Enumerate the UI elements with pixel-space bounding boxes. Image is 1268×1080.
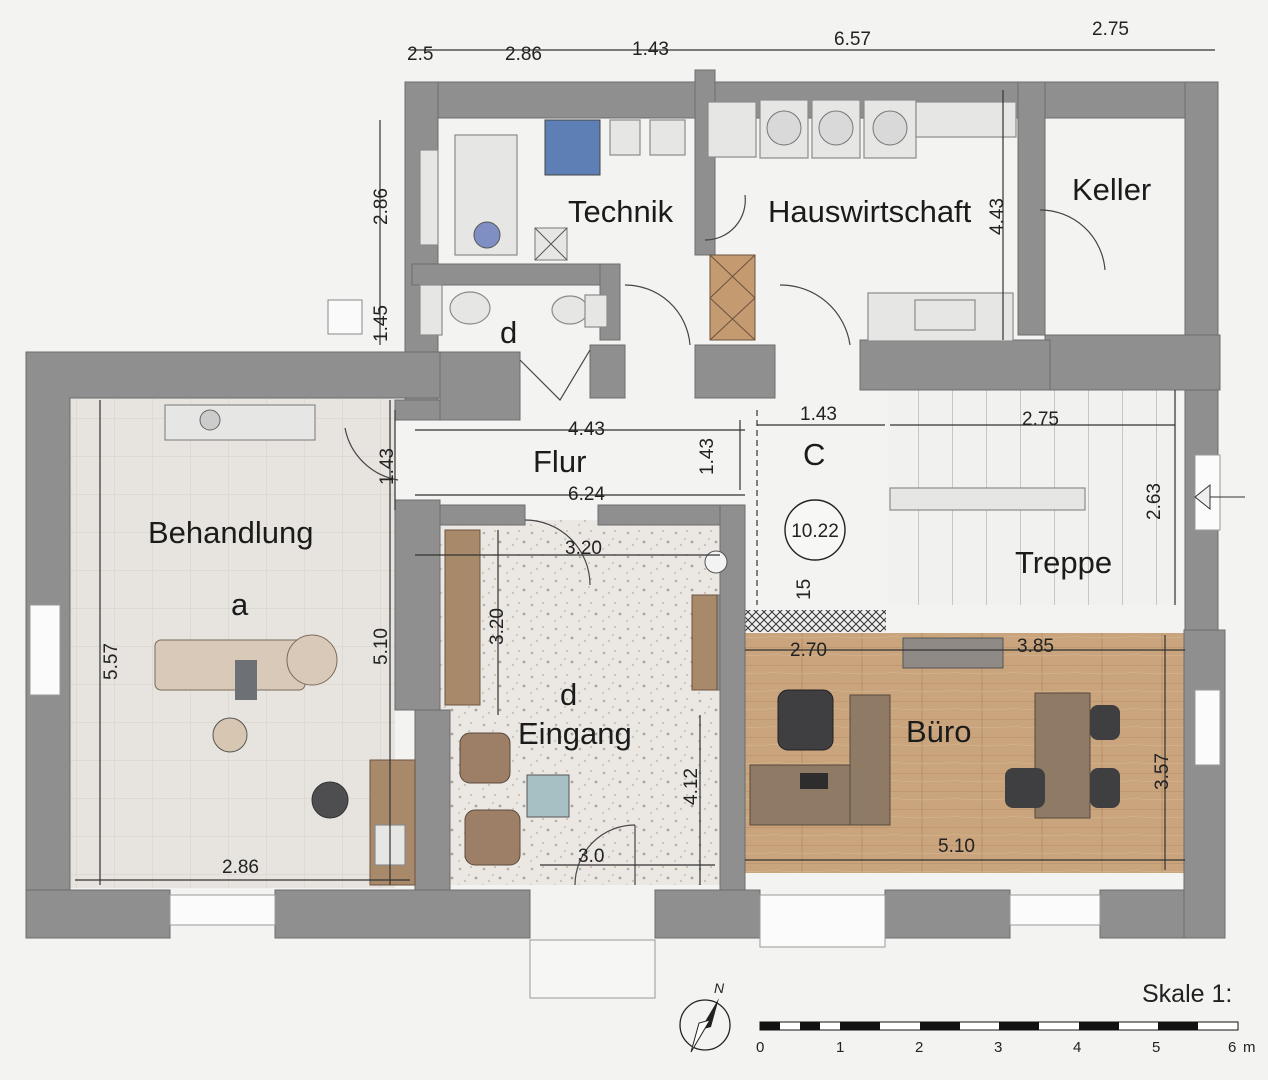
room-eingang: Eingang: [518, 716, 632, 751]
scale-tick-4: 4: [1073, 1039, 1081, 1056]
room-hauswirtschaft: Hauswirtschaft: [768, 194, 972, 229]
treppe-details: [889, 483, 1245, 511]
dim-left-wc: 1.45: [371, 305, 392, 342]
dim-behandlung-v-right: 5.10: [371, 628, 392, 665]
eingang-fixtures: [444, 529, 728, 866]
room-treppe: Treppe: [1015, 545, 1112, 580]
dim-flur-v-right: 1.43: [697, 438, 718, 475]
behandlung-fixtures: [154, 404, 416, 886]
dim-top-2: 2.86: [505, 44, 542, 65]
dim-top-5: 2.75: [1092, 19, 1129, 40]
room-behandlung: Behandlung: [148, 515, 314, 550]
dim-treppe-horizontal: 2.75: [1022, 409, 1059, 430]
dim-behandlung-v-left: 5.57: [101, 643, 122, 680]
level-marker-value: 10.22: [791, 521, 839, 542]
level-marker: [784, 499, 846, 561]
dim-eingang-vertical: 3.20: [487, 608, 508, 645]
dim-flur-h2: 6.24: [568, 484, 605, 505]
doors: [344, 194, 1106, 886]
scale-unit: m: [1243, 1039, 1256, 1056]
dim-eingang-vertical-2: 4.12: [681, 768, 702, 805]
room-flur: Flur: [533, 444, 586, 479]
laundry-fixtures: [707, 99, 1017, 342]
room-eingang-letter: d: [560, 677, 577, 712]
dim-flur-h1: 4.43: [568, 419, 605, 440]
scale-tick-5: 5: [1152, 1039, 1160, 1056]
dim-flur-v-left: 1.43: [377, 448, 398, 485]
buero-fixtures: [749, 637, 1120, 826]
dim-hauswirtschaft-vertical: 4.43: [987, 198, 1008, 235]
room-technik: Technik: [568, 194, 674, 229]
scale-title: Skale 1:: [1142, 980, 1232, 1008]
dim-eingang-horizontal: 3.20: [565, 538, 602, 559]
dim-eingang-door: 3.0: [578, 846, 604, 867]
room-wc-letter: d: [500, 315, 517, 350]
dim-buero-h-right: 3.85: [1017, 636, 1054, 657]
room-behandlung-letter: a: [231, 587, 249, 622]
dim-c-horizontal: 1.43: [800, 404, 837, 425]
wc-fixtures: [419, 284, 608, 336]
scale-tick-6: 6: [1228, 1039, 1236, 1056]
room-c-letter: C: [803, 437, 825, 472]
compass-icon: N: [679, 980, 731, 1053]
room-keller: Keller: [1072, 172, 1151, 207]
dim-buero-h-bottom: 5.10: [938, 836, 975, 857]
dim-treppe-vertical: 2.63: [1144, 483, 1165, 520]
compass-north-label: N: [714, 980, 725, 996]
dim-strip-vertical: 15: [794, 579, 815, 600]
dim-behandlung-horizontal: 2.86: [222, 857, 259, 878]
windows: [29, 299, 1221, 999]
buero-floor: [744, 633, 1184, 873]
dim-buero-vertical: 3.57: [1152, 753, 1173, 790]
scale-bar: Skale 1: 0 1 2 3 4 5 6 m: [756, 980, 1256, 1056]
scale-tick-3: 3: [994, 1039, 1002, 1056]
scale-tick-0: 0: [756, 1039, 764, 1056]
dimension-lines: [75, 49, 1215, 885]
dim-buero-h-left: 2.70: [790, 640, 827, 661]
dim-top-1: 2.5: [407, 44, 433, 65]
dim-left-technik: 2.86: [371, 188, 392, 225]
technik-fixtures: [419, 119, 686, 261]
dim-top-3: 1.43: [632, 39, 669, 60]
threshold-hatch: [744, 610, 886, 632]
room-buero: Büro: [906, 714, 971, 749]
scale-tick-2: 2: [915, 1039, 923, 1056]
dim-top-4: 6.57: [834, 29, 871, 50]
scale-tick-1: 1: [836, 1039, 844, 1056]
